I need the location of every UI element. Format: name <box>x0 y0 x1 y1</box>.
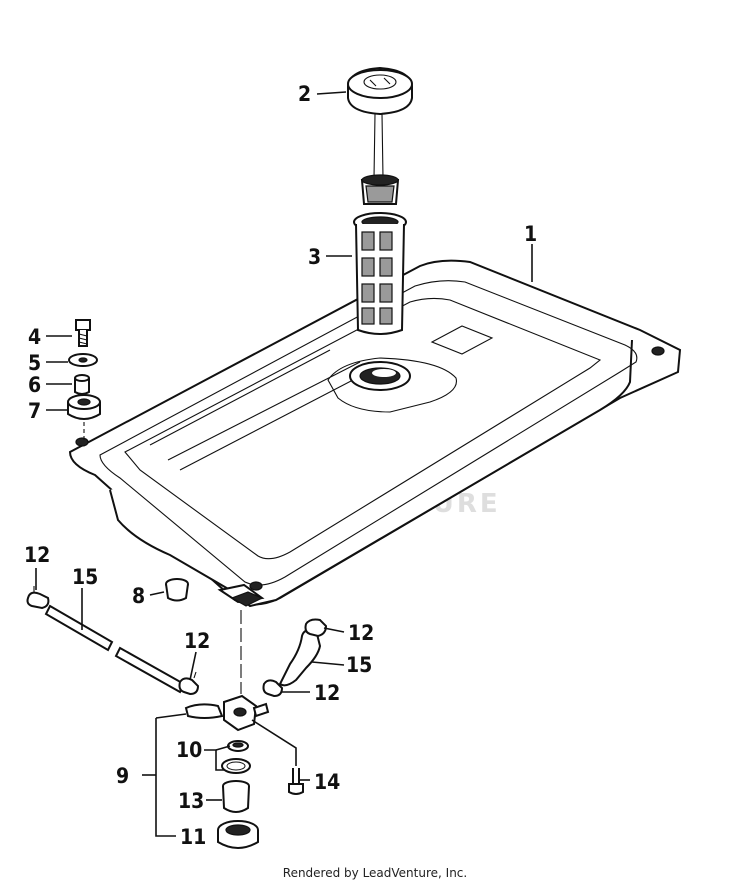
sediment-bowl <box>222 780 250 813</box>
hose-clamp-left-lower <box>178 671 200 696</box>
callout-4: 4 <box>28 325 41 349</box>
callout-11: 11 <box>180 825 206 849</box>
callout-12b: 12 <box>184 629 210 653</box>
mount-collar <box>74 374 90 395</box>
callout-14: 14 <box>314 770 340 794</box>
fuel-tank <box>68 259 682 608</box>
callout-6: 6 <box>28 373 41 397</box>
o-ring <box>221 758 251 774</box>
valve-screw <box>288 768 304 795</box>
callout-1: 1 <box>524 222 537 246</box>
callouts: 2 1 3 4 5 6 7 8 12 15 12 12 15 12 9 10 1… <box>24 82 537 849</box>
leader-lines <box>35 91 533 837</box>
callout-12c: 12 <box>348 621 374 645</box>
callout-9: 9 <box>116 764 129 788</box>
callout-10: 10 <box>176 738 202 762</box>
valve-gasket <box>227 740 249 752</box>
callout-12d: 12 <box>314 681 340 705</box>
callout-15b: 15 <box>346 653 372 677</box>
callout-12a: 12 <box>24 543 50 567</box>
mount-grommet <box>67 394 101 420</box>
tank-plug <box>165 578 189 602</box>
hose-clamp-right-upper <box>304 618 328 638</box>
callout-7: 7 <box>28 399 41 423</box>
filter-strainer <box>353 212 407 335</box>
fuel-hose-right <box>278 628 322 687</box>
fuel-cap <box>347 66 413 205</box>
callout-15a: 15 <box>72 565 98 589</box>
bowl-retaining-nut <box>217 820 259 849</box>
hose-clamp-right-lower <box>262 679 284 698</box>
mount-washer <box>68 353 98 367</box>
callout-8: 8 <box>132 584 145 608</box>
callout-13: 13 <box>178 789 204 813</box>
callout-2: 2 <box>298 82 311 106</box>
hose-clamp-left-upper <box>26 586 50 610</box>
callout-3: 3 <box>308 245 321 269</box>
fuel-valve <box>184 694 270 732</box>
fuel-hose-left <box>44 604 186 694</box>
footer-credit: Rendered by LeadVenture, Inc. <box>282 866 468 880</box>
callout-5: 5 <box>28 351 41 375</box>
mount-bolt <box>75 319 91 347</box>
